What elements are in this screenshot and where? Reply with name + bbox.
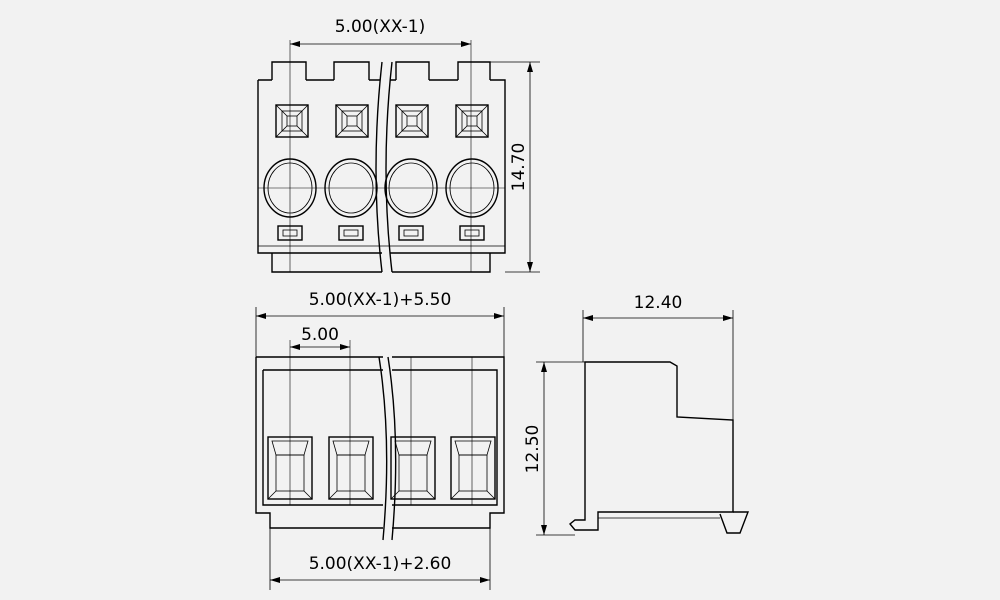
front-view: 5.00(XX-1)+5.50 5.00 5.00(XX-1)+2.60 <box>255 290 505 590</box>
top-height-label: 14.70 <box>509 143 529 192</box>
side-height-dimension: 12.50 <box>523 361 585 536</box>
top-height-dimension: 14.70 <box>490 61 540 273</box>
square-windows <box>275 104 489 138</box>
side-view: 12.40 12.50 <box>523 293 750 536</box>
side-depth-dimension: 12.40 <box>582 293 734 420</box>
top-pitch-dimension: 5.00(XX-1) <box>290 17 471 47</box>
front-pitch-label: 5.00 <box>301 325 339 345</box>
side-height-label: 12.50 <box>523 425 543 474</box>
front-pitch-dimension: 5.00 <box>290 325 350 350</box>
top-pitch-label: 5.00(XX-1) <box>335 17 426 37</box>
front-bottom-label: 5.00(XX-1)+2.60 <box>309 554 452 574</box>
top-view: 5.00(XX-1) 14.70 <box>257 17 540 273</box>
front-width-label: 5.00(XX-1)+5.50 <box>309 290 452 310</box>
front-bottom-dimension: 5.00(XX-1)+2.60 <box>269 528 491 590</box>
front-width-dimension: 5.00(XX-1)+5.50 <box>255 290 505 357</box>
side-depth-label: 12.40 <box>634 293 683 313</box>
